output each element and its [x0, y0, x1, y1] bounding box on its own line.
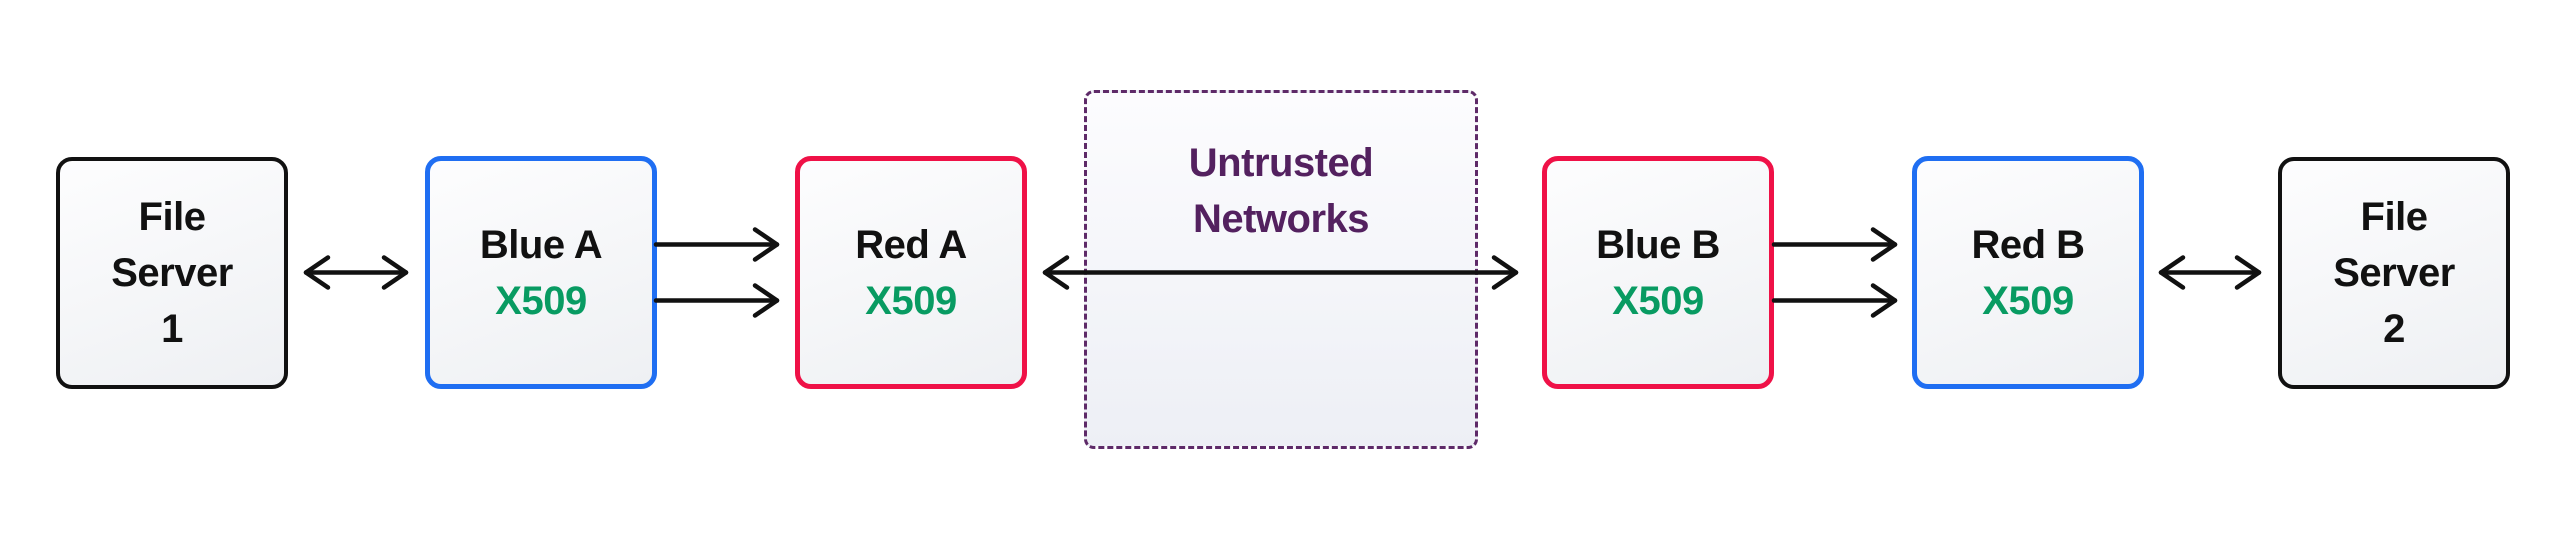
fs1-label-line1: File — [138, 195, 206, 239]
red-a-label: Red A — [855, 222, 967, 267]
red-a-cert-label: X509 — [865, 278, 957, 323]
node-blue-b: Blue B X509 — [1542, 156, 1774, 389]
node-file-server-2: File Server 2 — [2278, 157, 2510, 389]
blue-b-label: Blue B — [1596, 222, 1720, 267]
untrusted-label-line2: Networks — [1192, 197, 1370, 241]
node-untrusted-networks: Untrusted Networks — [1084, 90, 1478, 449]
fs2-label-line2: Server — [2333, 251, 2455, 295]
fs1-label-line2: Server — [111, 251, 233, 295]
fs2-label-line1: File — [2360, 195, 2428, 239]
red-b-label: Red B — [1971, 222, 2085, 267]
node-file-server-1: File Server 1 — [56, 157, 288, 389]
node-red-b: Red B X509 — [1912, 156, 2144, 389]
blue-b-cert-label: X509 — [1612, 278, 1704, 323]
red-b-cert-label: X509 — [1982, 278, 2074, 323]
node-blue-a: Blue A X509 — [425, 156, 657, 389]
blue-a-label: Blue A — [479, 222, 603, 267]
node-red-a: Red A X509 — [795, 156, 1027, 389]
fs2-label-line3: 2 — [2383, 307, 2405, 351]
blue-a-cert-label: X509 — [495, 278, 587, 323]
fs1-label-line3: 1 — [161, 307, 183, 351]
untrusted-label-line1: Untrusted — [1188, 141, 1374, 185]
